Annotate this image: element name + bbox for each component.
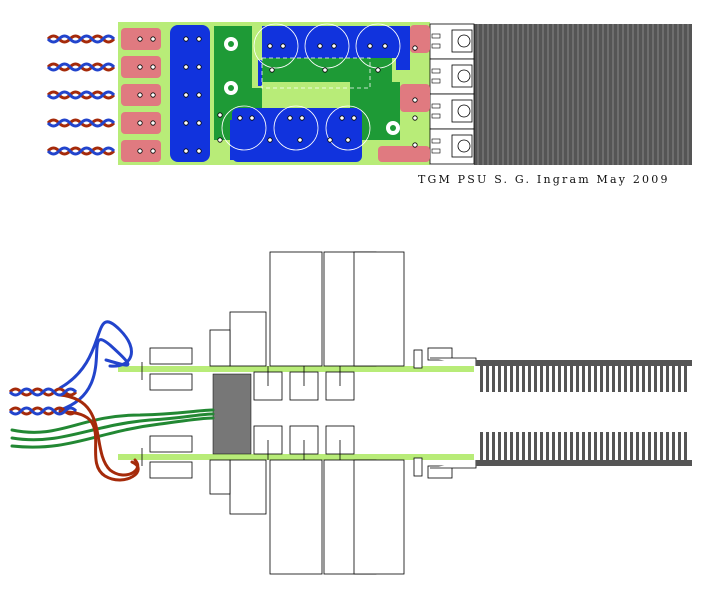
connectors-side bbox=[141, 347, 193, 479]
component-pads bbox=[137, 36, 418, 154]
solder-pad bbox=[412, 45, 418, 51]
solder-pad bbox=[217, 137, 223, 143]
solder-pad bbox=[183, 120, 189, 126]
solder-pad bbox=[345, 137, 351, 143]
solder-pad bbox=[299, 115, 305, 121]
wire-pair bbox=[46, 146, 116, 156]
solder-pad bbox=[237, 115, 243, 121]
solder-pad bbox=[269, 67, 275, 73]
solder-pad bbox=[183, 36, 189, 42]
solder-pad bbox=[267, 43, 273, 49]
diode-bodies bbox=[429, 23, 475, 165]
solder-pad bbox=[150, 64, 156, 70]
wire-pair bbox=[46, 62, 116, 72]
wire-pair bbox=[8, 406, 78, 416]
diode-mounts-side bbox=[413, 347, 477, 479]
solder-pad bbox=[196, 64, 202, 70]
pcb-edge-lower bbox=[118, 454, 474, 460]
solder-pad bbox=[217, 112, 223, 118]
solder-pad bbox=[150, 148, 156, 154]
wire-pair bbox=[46, 90, 116, 100]
solder-pad bbox=[137, 120, 143, 126]
diode bbox=[429, 58, 475, 95]
components-between bbox=[253, 366, 355, 460]
pcb-top-view bbox=[46, 22, 692, 165]
solder-pad bbox=[183, 92, 189, 98]
solder-pad bbox=[412, 142, 418, 148]
solder-pad bbox=[287, 115, 293, 121]
solder-pad bbox=[339, 115, 345, 121]
device-block bbox=[212, 373, 252, 455]
solder-pad bbox=[331, 43, 337, 49]
diode bbox=[429, 128, 475, 165]
solder-pad bbox=[322, 67, 328, 73]
solder-pad bbox=[150, 36, 156, 42]
solder-pad bbox=[150, 92, 156, 98]
twisted-pairs-side bbox=[8, 387, 78, 416]
solder-pad bbox=[196, 120, 202, 126]
copper-pour-left bbox=[170, 25, 210, 162]
wire-pair bbox=[46, 34, 116, 44]
wire-pair bbox=[46, 118, 116, 128]
mounting-holes bbox=[224, 37, 400, 135]
solder-pad bbox=[375, 67, 381, 73]
solder-pad bbox=[382, 43, 388, 49]
solder-pad bbox=[183, 64, 189, 70]
solder-pad bbox=[137, 36, 143, 42]
solder-pad bbox=[196, 148, 202, 154]
heatsink-top-view bbox=[474, 24, 692, 165]
solder-pad bbox=[150, 120, 156, 126]
solder-pad bbox=[317, 43, 323, 49]
caption-text: TGM PSU S. G. Ingram May 2009 bbox=[418, 173, 670, 186]
diode bbox=[429, 23, 475, 60]
solder-pad bbox=[183, 148, 189, 154]
solder-pad bbox=[196, 36, 202, 42]
capacitors-side bbox=[209, 251, 405, 575]
solder-pad bbox=[280, 43, 286, 49]
assembly-side-view bbox=[8, 251, 692, 575]
heatsink-upper-side bbox=[476, 360, 692, 392]
solder-pad bbox=[249, 115, 255, 121]
input-wire-pairs bbox=[46, 34, 116, 156]
solder-pad bbox=[196, 92, 202, 98]
solder-pad bbox=[137, 148, 143, 154]
solder-pad bbox=[137, 92, 143, 98]
diode bbox=[429, 93, 475, 130]
solder-pad bbox=[367, 43, 373, 49]
solder-pad bbox=[351, 115, 357, 121]
solder-pad bbox=[297, 137, 303, 143]
pcb-edge-upper bbox=[118, 366, 474, 372]
heatsink-lower-side bbox=[476, 432, 692, 466]
solder-pad bbox=[327, 137, 333, 143]
capacitor-outlines bbox=[221, 23, 401, 151]
solder-pad bbox=[412, 97, 418, 103]
solder-pad bbox=[137, 64, 143, 70]
solder-pad bbox=[412, 115, 418, 121]
wires-side bbox=[10, 320, 215, 482]
solder-pad bbox=[267, 137, 273, 143]
output-pads bbox=[378, 25, 430, 162]
wire-pair bbox=[8, 387, 78, 397]
